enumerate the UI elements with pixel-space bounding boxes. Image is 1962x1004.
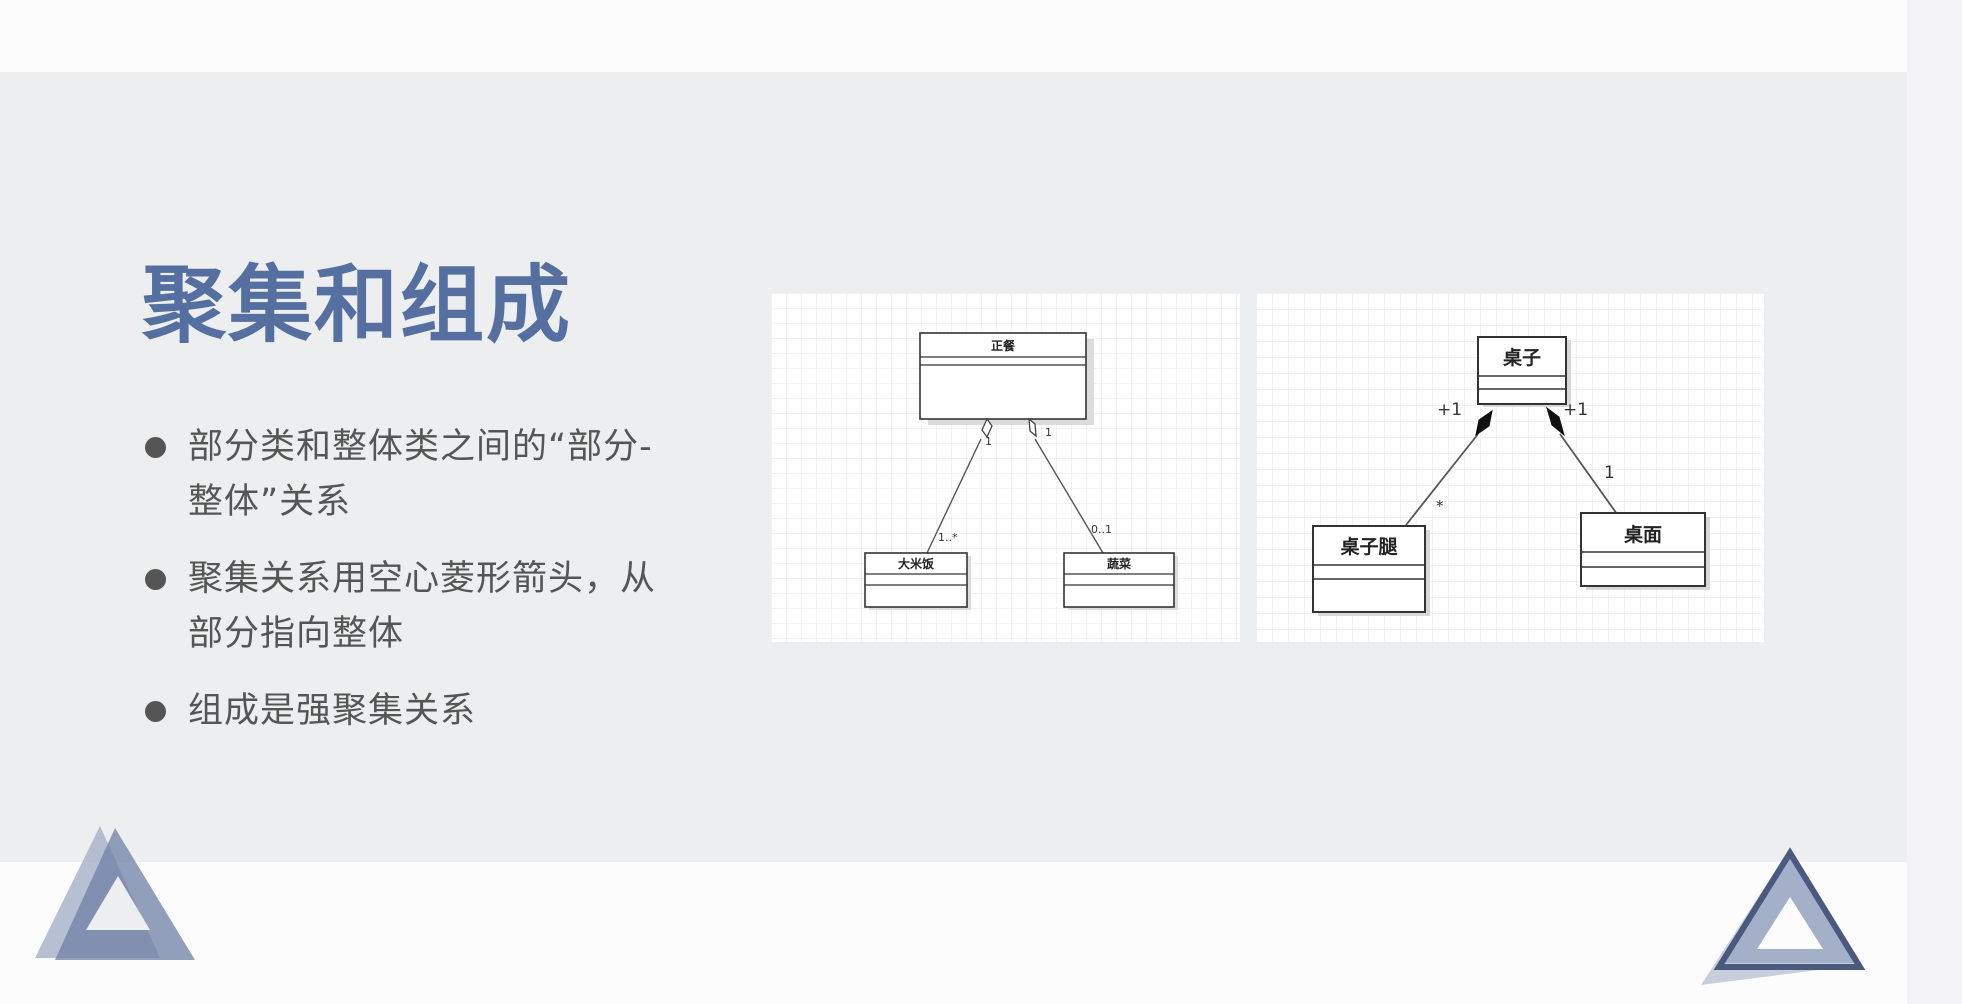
class-box-part: 桌面 xyxy=(1580,512,1710,590)
bullet-item: 聚集关系用空心菱形箭头，从部分指向整体 xyxy=(142,552,662,662)
multiplicity-label: +1 xyxy=(1437,400,1462,420)
bullet-list: 部分类和整体类之间的“部分-整体”关系 聚集关系用空心菱形箭头，从部分指向整体 … xyxy=(142,420,662,761)
decorative-triangle-icon xyxy=(1701,847,1866,985)
right-edge-strip xyxy=(1907,0,1962,1004)
composition-link: +1 * xyxy=(1405,400,1493,526)
class-box-whole: 桌子 xyxy=(1477,336,1571,407)
composition-diagram: 桌子 +1 * +1 1 桌子腿 xyxy=(1256,293,1764,642)
composition-diagram-svg: 桌子 +1 * +1 1 桌子腿 xyxy=(1256,293,1764,642)
class-name: 桌面 xyxy=(1624,523,1662,546)
multiplicity-label: 1 xyxy=(1045,426,1052,439)
aggregation-diagram-svg: 正餐 1 1..* 1 0..1 大米饭 xyxy=(771,293,1240,642)
aggregation-link: 1 0..1 xyxy=(1028,417,1112,554)
bullet-item: 部分类和整体类之间的“部分-整体”关系 xyxy=(142,420,662,530)
class-name: 蔬菜 xyxy=(1107,556,1131,571)
aggregation-diagram: 正餐 1 1..* 1 0..1 大米饭 xyxy=(771,293,1240,642)
class-name: 桌子 xyxy=(1503,346,1541,369)
multiplicity-label: 1 xyxy=(1604,463,1615,483)
bullet-item: 组成是强聚集关系 xyxy=(142,684,662,739)
filled-diamond-icon xyxy=(1546,406,1565,437)
filled-diamond-icon xyxy=(1475,409,1493,437)
hollow-diamond-icon xyxy=(981,417,993,439)
class-name: 大米饭 xyxy=(898,556,934,571)
bullet-text: 聚集关系用空心菱形箭头，从部分指向整体 xyxy=(188,559,657,654)
multiplicity-label: 1 xyxy=(985,435,992,448)
class-box-part: 桌子腿 xyxy=(1312,525,1430,616)
multiplicity-label: 1..* xyxy=(938,531,958,544)
class-box-whole: 正餐 xyxy=(919,332,1094,425)
bullet-text: 部分类和整体类之间的“部分-整体”关系 xyxy=(188,427,653,522)
class-box-part: 大米饭 xyxy=(864,552,971,610)
bullet-dot-icon xyxy=(145,701,166,722)
slide-title: 聚集和组成 xyxy=(142,256,573,354)
bullet-text: 组成是强聚集关系 xyxy=(188,691,477,731)
class-name: 正餐 xyxy=(991,338,1016,353)
hollow-diamond-icon xyxy=(1028,417,1037,438)
bullet-dot-icon xyxy=(145,437,166,458)
class-name: 桌子腿 xyxy=(1340,535,1397,558)
bullet-dot-icon xyxy=(145,569,166,590)
composition-link: +1 1 xyxy=(1546,400,1618,515)
multiplicity-label: +1 xyxy=(1563,400,1588,420)
multiplicity-label: 0..1 xyxy=(1091,523,1112,536)
class-box-part: 蔬菜 xyxy=(1063,552,1178,610)
multiplicity-label: * xyxy=(1436,497,1444,515)
decorative-triangle-icon xyxy=(35,826,195,960)
aggregation-link: 1 1..* xyxy=(926,417,993,554)
